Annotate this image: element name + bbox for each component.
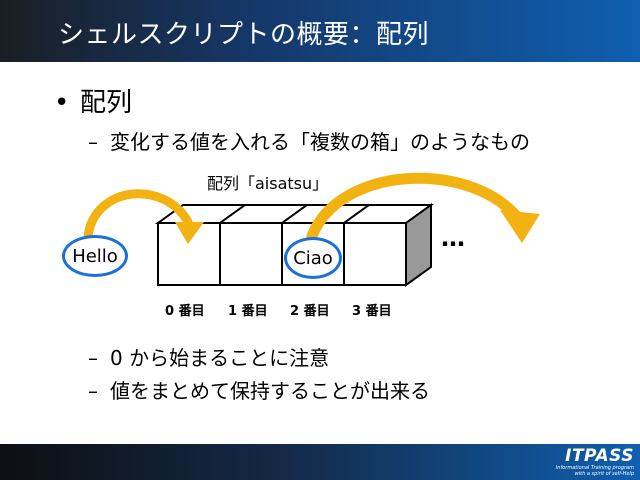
title-bar: [0, 0, 640, 62]
value-ciao: Ciao: [284, 237, 342, 279]
dash-icon: –: [88, 346, 98, 370]
sub-item-3: –値をまとめて保持することが出来る: [88, 375, 430, 404]
value-hello: Hello: [62, 235, 128, 277]
index-2: 2 番目: [290, 304, 330, 319]
sub-item-1: –変化する値を入れる「複数の箱」のようなもの: [88, 126, 530, 155]
dash-icon: –: [88, 130, 98, 154]
arrow-hello-in: [83, 189, 193, 241]
index-3: 3 番目: [352, 304, 392, 319]
bullet-label: 配列: [80, 88, 133, 118]
bullet-item: • 配列: [54, 82, 132, 119]
index-0: 0 番目: [165, 304, 205, 319]
array-label: 配列「aisatsu」: [207, 174, 329, 193]
sub-item-text: 変化する値を入れる「複数の箱」のようなもの: [110, 130, 530, 154]
arrow-ciao-out: [306, 172, 524, 242]
logo-name: ITPASS: [565, 446, 634, 466]
logo-tagline-1: Informational Training program: [555, 465, 634, 471]
box-3: [343, 222, 407, 286]
logo-tagline-2: with a spirit of self-Help: [574, 471, 634, 477]
arrow-ciao-head-icon: [500, 210, 540, 243]
ellipsis: …: [441, 224, 466, 252]
sub-item-text: 値をまとめて保持することが出来る: [110, 379, 430, 403]
arrow-hello-head-icon: [175, 222, 204, 244]
dash-icon: –: [88, 379, 98, 403]
sub-item-2: –0 から始まることに注意: [88, 342, 329, 371]
slide-title: シェルスクリプトの概要：配列: [58, 20, 430, 50]
itpass-logo: ITPASS Informational Training program wi…: [548, 448, 634, 478]
index-1: 1 番目: [228, 304, 268, 319]
footer-bar: [0, 444, 640, 480]
sub-item-text: 0 から始まることに注意: [110, 346, 330, 370]
bullet-dot-icon: •: [54, 88, 70, 118]
box-1: [219, 222, 283, 286]
